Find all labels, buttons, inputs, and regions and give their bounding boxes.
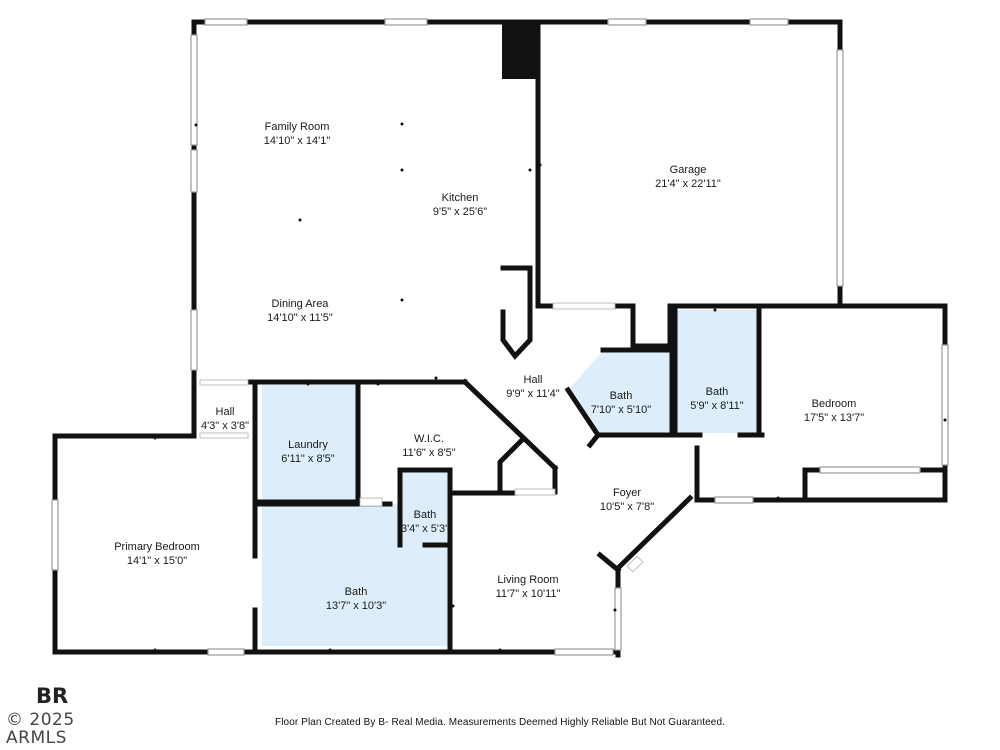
room-dim: 10'5" x 7'8": [599, 501, 655, 513]
room-label-kitchen: Kitchen 9'5" x 25'6": [433, 191, 487, 219]
room-name: Kitchen: [441, 192, 479, 204]
room-name: Dining Area: [271, 298, 329, 310]
room-label-bath-primary: Bath 13'7" x 10'3": [326, 585, 386, 613]
laundry-fill: [262, 385, 357, 501]
bath-fills: [262, 310, 757, 646]
room-name: Bath: [609, 390, 633, 402]
bath-guest-fill: [677, 310, 757, 433]
room-label-family-room: Family Room 14'10" x 14'1": [264, 120, 330, 148]
room-dim: 9'9" x 11'4": [506, 388, 560, 400]
room-label-bath-guest: Bath 5'9" x 8'11": [690, 385, 743, 413]
room-dim: 9'5" x 25'6": [432, 206, 488, 218]
room-dim: 4'3" x 3'8": [200, 420, 250, 432]
room-name: Laundry: [288, 439, 328, 451]
room-name: Garage: [669, 164, 707, 176]
room-name: Bath: [705, 386, 729, 398]
room-dim: 14'10" x 11'5": [267, 312, 333, 324]
room-name: Foyer: [612, 487, 642, 499]
room-name: Family Room: [264, 121, 330, 133]
room-label-foyer: Foyer 10'5" x 7'8": [600, 486, 654, 514]
room-label-hall-main: Hall 9'9" x 11'4": [506, 373, 559, 401]
room-dim: 11'7" x 10'11": [495, 588, 561, 600]
br-logo: BR: [36, 684, 68, 708]
room-name: Bedroom: [811, 398, 857, 410]
room-label-hall-small: Hall 4'3" x 3'8": [201, 405, 249, 433]
room-dim: 17'5" x 13'7": [803, 412, 865, 424]
bath-small-fill: [402, 471, 448, 543]
room-label-dining-area: Dining Area 14'10" x 11'5": [267, 297, 333, 325]
disclaimer-text: Floor Plan Created By B- Real Media. Mea…: [275, 717, 725, 728]
door-openings: [199, 302, 644, 573]
room-name: Hall: [523, 374, 543, 386]
room-dim: 3'4" x 5'3": [400, 523, 450, 535]
room-label-primary-bedroom: Primary Bedroom 14'1" x 15'0": [114, 540, 200, 568]
copyright-label: 2025 ARMLS: [6, 710, 75, 748]
room-dim: 6'11" x 8'5": [281, 453, 335, 465]
room-label-wic: W.I.C. 11'6" x 8'5": [402, 432, 455, 460]
room-label-bath-small: Bath 3'4" x 5'3": [401, 508, 449, 536]
room-name: Primary Bedroom: [114, 541, 200, 553]
room-dim: 13'7" x 10'3": [325, 600, 387, 612]
brand-watermark: BR © 2025 ARMLS: [6, 684, 132, 747]
fireplace-block: [502, 24, 538, 79]
room-label-laundry: Laundry 6'11" x 8'5": [281, 438, 334, 466]
room-name: Bath: [344, 586, 368, 598]
room-dim: 14'1" x 15'0": [126, 555, 188, 567]
room-label-bath-hall: Bath 7'10" x 5'10": [591, 389, 651, 417]
room-label-bedroom: Bedroom 17'5" x 13'7": [804, 397, 864, 425]
room-label-living-room: Living Room 11'7" x 10'11": [496, 573, 561, 601]
br-logo-letters: BR: [36, 684, 68, 706]
bath-hall-fill: [568, 351, 672, 433]
windows: [51, 18, 949, 656]
copyright-text: © 2025 ARMLS: [6, 710, 75, 748]
room-dim: 5'9" x 8'11": [690, 400, 744, 412]
room-name: Bath: [413, 509, 437, 521]
room-name: W.I.C.: [414, 433, 444, 445]
room-dim: 11'6" x 8'5": [402, 447, 456, 459]
room-label-garage: Garage 21'4" x 22'11": [655, 163, 721, 191]
door-ticks: [153, 20, 947, 652]
room-dim: 7'10" x 5'10": [590, 404, 652, 416]
room-dim: 21'4" x 22'11": [655, 178, 721, 190]
room-name: Living Room: [497, 574, 559, 586]
room-dim: 14'10" x 14'1": [263, 135, 331, 147]
room-name: Hall: [215, 406, 235, 418]
